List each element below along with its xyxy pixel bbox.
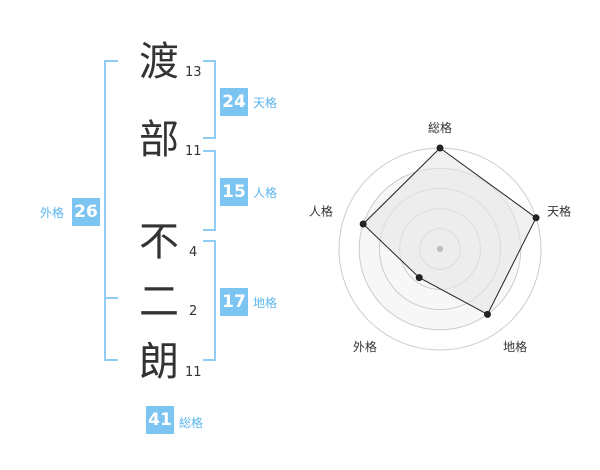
radar-axis-label: 天格 bbox=[547, 204, 571, 219]
chikaku-bracket-bottom bbox=[203, 359, 216, 361]
chikaku-bracket-vertical bbox=[214, 240, 216, 361]
tenkaku-bracket-bottom bbox=[203, 137, 216, 139]
stroke-count-5: 11 bbox=[185, 365, 202, 380]
gaikaku-badge: 26 bbox=[72, 198, 100, 226]
radar-point-3 bbox=[483, 310, 491, 318]
radar-axis-label: 人格 bbox=[309, 204, 333, 219]
radar-axis-label: 地格 bbox=[503, 339, 527, 354]
radar-point-2 bbox=[532, 214, 540, 222]
radar-point-4 bbox=[415, 274, 423, 282]
gaikaku-bracket-vertical bbox=[104, 60, 106, 361]
tenkaku-bracket-vertical bbox=[214, 60, 216, 139]
gaikaku-label: 外格 bbox=[40, 206, 65, 220]
radar-center-dot bbox=[437, 246, 443, 252]
radar-data-polygon bbox=[362, 147, 537, 316]
stroke-count-3: 4 bbox=[189, 245, 198, 260]
gaikaku-bracket-bottom bbox=[104, 359, 118, 361]
gaikaku-bracket-top bbox=[104, 60, 118, 62]
name-char-1: 渡 bbox=[139, 39, 179, 85]
jinkaku-bracket-vertical bbox=[214, 150, 216, 231]
name-char-5: 朗 bbox=[139, 339, 179, 385]
name-char-2: 部 bbox=[139, 117, 179, 163]
jinkaku-bracket-top bbox=[203, 150, 216, 152]
chikaku-label: 地格 bbox=[253, 296, 278, 310]
soukaku-label: 総格 bbox=[179, 416, 204, 430]
tenkaku-badge: 24 bbox=[220, 88, 248, 116]
name-char-3: 不 bbox=[139, 219, 179, 265]
jinkaku-bracket-bottom bbox=[203, 229, 216, 231]
chikaku-badge: 17 bbox=[220, 288, 248, 316]
name-char-4: 二 bbox=[139, 279, 179, 325]
stroke-count-1: 13 bbox=[185, 65, 202, 80]
jinkaku-label: 人格 bbox=[253, 186, 278, 200]
radar-point-1 bbox=[436, 144, 444, 152]
soukaku-badge: 41 bbox=[146, 406, 174, 434]
radar-axis-label: 総格 bbox=[428, 120, 452, 135]
chikaku-bracket-top bbox=[203, 240, 216, 242]
tenkaku-bracket-top bbox=[203, 60, 216, 62]
stroke-count-4: 2 bbox=[189, 304, 198, 319]
radar-point-5 bbox=[359, 220, 367, 228]
tenkaku-label: 天格 bbox=[253, 96, 278, 110]
stroke-count-2: 11 bbox=[185, 144, 202, 159]
radar-axis-label: 外格 bbox=[353, 339, 377, 354]
gaikaku-bracket-mid bbox=[104, 297, 118, 299]
jinkaku-badge: 15 bbox=[220, 178, 248, 206]
